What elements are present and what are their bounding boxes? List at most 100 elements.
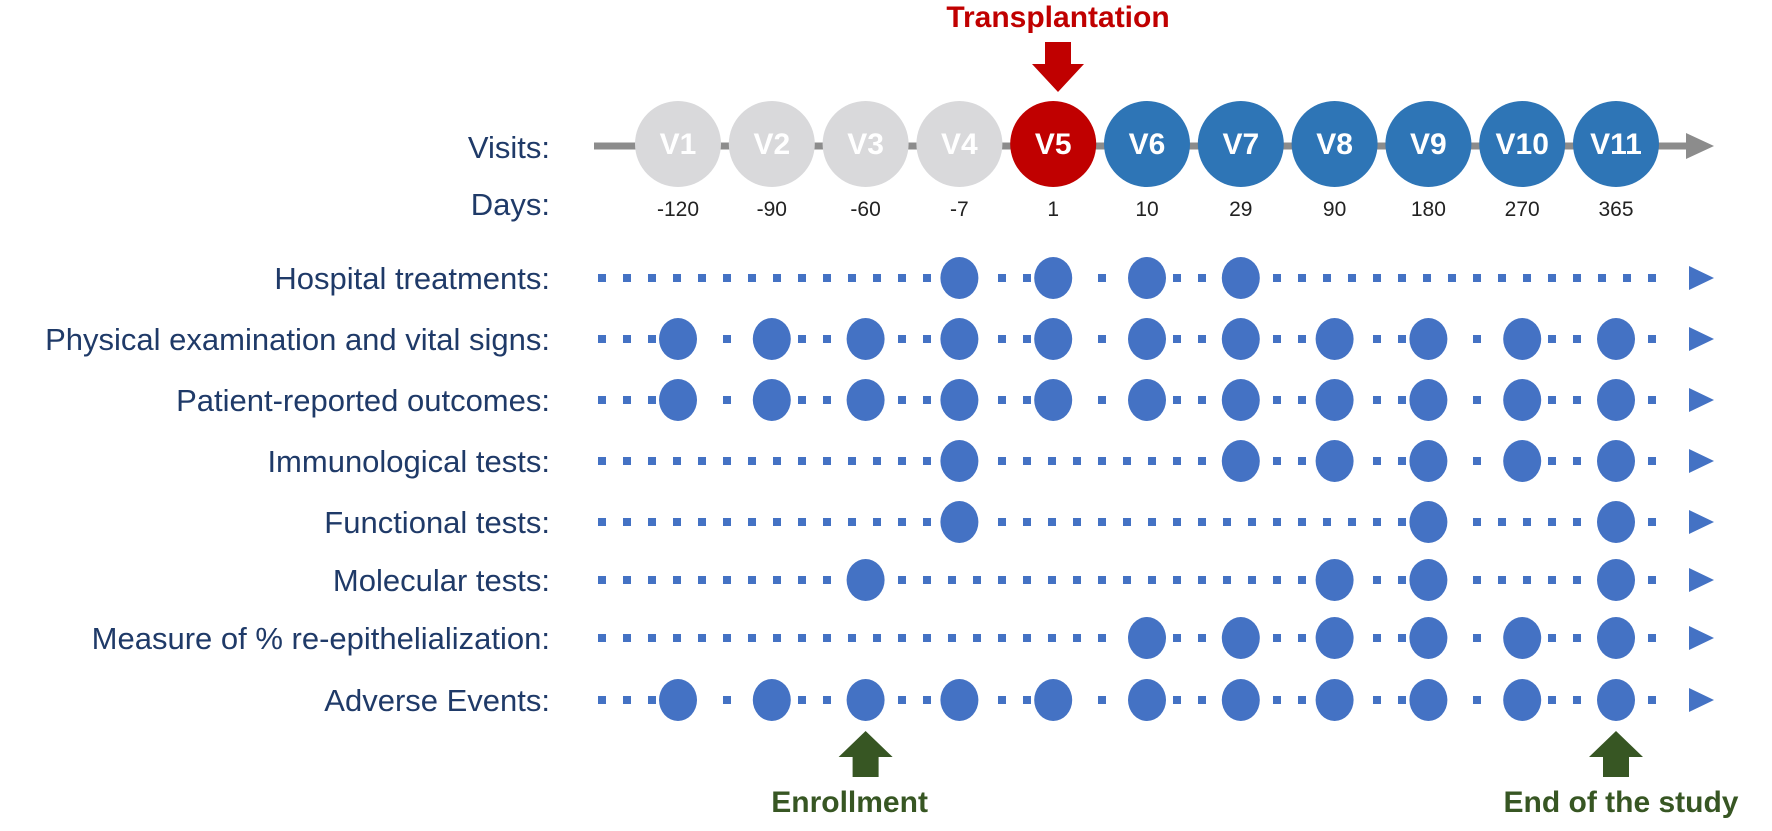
day-label-v3: -60 (850, 198, 880, 221)
timeline-dash (648, 518, 656, 526)
timeline-dash (1298, 518, 1306, 526)
visit-label-v11: V11 (1590, 128, 1642, 161)
timeline-dash (798, 457, 806, 465)
timeline-dash (1473, 696, 1481, 704)
timeline-dash (673, 576, 681, 584)
timeline-dash (1648, 274, 1656, 282)
timeline-dash (773, 634, 781, 642)
timeline-dash (823, 396, 831, 404)
timeline-dash (1273, 696, 1281, 704)
timeline-dash (1523, 274, 1531, 282)
timeline-dash (848, 457, 856, 465)
visit-circle-v5 (1010, 101, 1097, 187)
timeline-dash (1498, 576, 1506, 584)
visit-circle-v10 (1479, 101, 1566, 187)
timeline-dash (998, 634, 1006, 642)
visit-circle-v9 (1385, 101, 1472, 187)
timeline-dash (1473, 634, 1481, 642)
timeline-dash (623, 396, 631, 404)
row-arrow-icon (1689, 327, 1714, 351)
timeline-dash (1073, 518, 1081, 526)
timeline-dash (1598, 274, 1606, 282)
timeline-dash (798, 335, 806, 343)
visits-layer: V1-120V2-90V3-60V4-7V51V610V729V890V9180… (635, 101, 1659, 221)
timeline-dash (598, 518, 606, 526)
activity-dot-v4 (940, 440, 979, 482)
timeline-dash (748, 634, 756, 642)
timeline-dash (873, 518, 881, 526)
timeline-dash (1173, 335, 1181, 343)
timeline-dash (623, 696, 631, 704)
timeline-dash (948, 576, 956, 584)
day-label-v8: 90 (1323, 198, 1346, 221)
timeline-dash (1023, 518, 1031, 526)
timeline-dash (698, 274, 706, 282)
timeline-dash (648, 335, 656, 343)
timeline-dash (1473, 335, 1481, 343)
timeline-dash (1098, 396, 1106, 404)
timeline-dash (1023, 274, 1031, 282)
timeline-dash (623, 274, 631, 282)
activity-row-label: Molecular tests: (333, 563, 550, 598)
timeline-dash (748, 518, 756, 526)
timeline-dash (1248, 576, 1256, 584)
timeline-dash (1648, 396, 1656, 404)
day-label-v1: -120 (657, 198, 699, 221)
activity-dot-v10 (1503, 679, 1542, 721)
timeline-dash (1398, 396, 1406, 404)
timeline-dash (1473, 457, 1481, 465)
timeline-dash (923, 576, 931, 584)
activity-dot-v7 (1221, 257, 1260, 299)
timeline-dash (898, 274, 906, 282)
timeline-dash (1173, 457, 1181, 465)
activity-dot-v2 (752, 379, 791, 421)
timeline-dash (1573, 457, 1581, 465)
activity-dot-v10 (1503, 379, 1542, 421)
visit-label-v7: V7 (1222, 128, 1259, 161)
day-label-v10: 270 (1505, 198, 1540, 221)
timeline-dash (1048, 457, 1056, 465)
timeline-dash (1048, 634, 1056, 642)
timeline-dash (1123, 518, 1131, 526)
timeline-dash (623, 576, 631, 584)
visit-circle-v7 (1197, 101, 1284, 187)
timeline-dash (998, 396, 1006, 404)
enrollment-label: Enrollment (771, 786, 928, 819)
timeline-dash (773, 518, 781, 526)
timeline-dash (1573, 696, 1581, 704)
timeline-dash (1373, 576, 1381, 584)
activity-dot-v6 (1128, 379, 1166, 421)
timeline-dash (1298, 696, 1306, 704)
activity-dot-v9 (1409, 617, 1448, 659)
visit-circle-v3 (822, 101, 909, 187)
timeline-dash (1398, 457, 1406, 465)
timeline-dash (673, 457, 681, 465)
row-arrow-icon (1689, 266, 1714, 290)
timeline-dash (1373, 335, 1381, 343)
visit-circle-v4 (916, 101, 1003, 187)
timeline-dash (798, 274, 806, 282)
timeline-dash (798, 696, 806, 704)
activity-dot-v8 (1315, 318, 1354, 360)
timeline-dash (798, 576, 806, 584)
activity-dot-v5 (1034, 257, 1073, 299)
timeline-dash (723, 274, 731, 282)
timeline-dash (598, 457, 606, 465)
day-label-v4: -7 (950, 198, 969, 221)
visit-circle-v6 (1104, 101, 1190, 187)
activity-dot-v9 (1409, 440, 1448, 482)
timeline-dash (1048, 518, 1056, 526)
timeline-dash (723, 696, 731, 704)
timeline-dash (1173, 274, 1181, 282)
timeline-dash (823, 274, 831, 282)
timeline-dash (1548, 274, 1556, 282)
timeline-dash (1548, 518, 1556, 526)
timeline-dash (1623, 274, 1631, 282)
activity-dot-v1 (659, 318, 697, 360)
timeline-dash (673, 518, 681, 526)
activity-dot-v11 (1597, 501, 1635, 543)
activity-row-label: Measure of % re-epithelialization: (92, 621, 550, 656)
timeline-dash (848, 518, 856, 526)
activity-dot-v10 (1503, 318, 1542, 360)
